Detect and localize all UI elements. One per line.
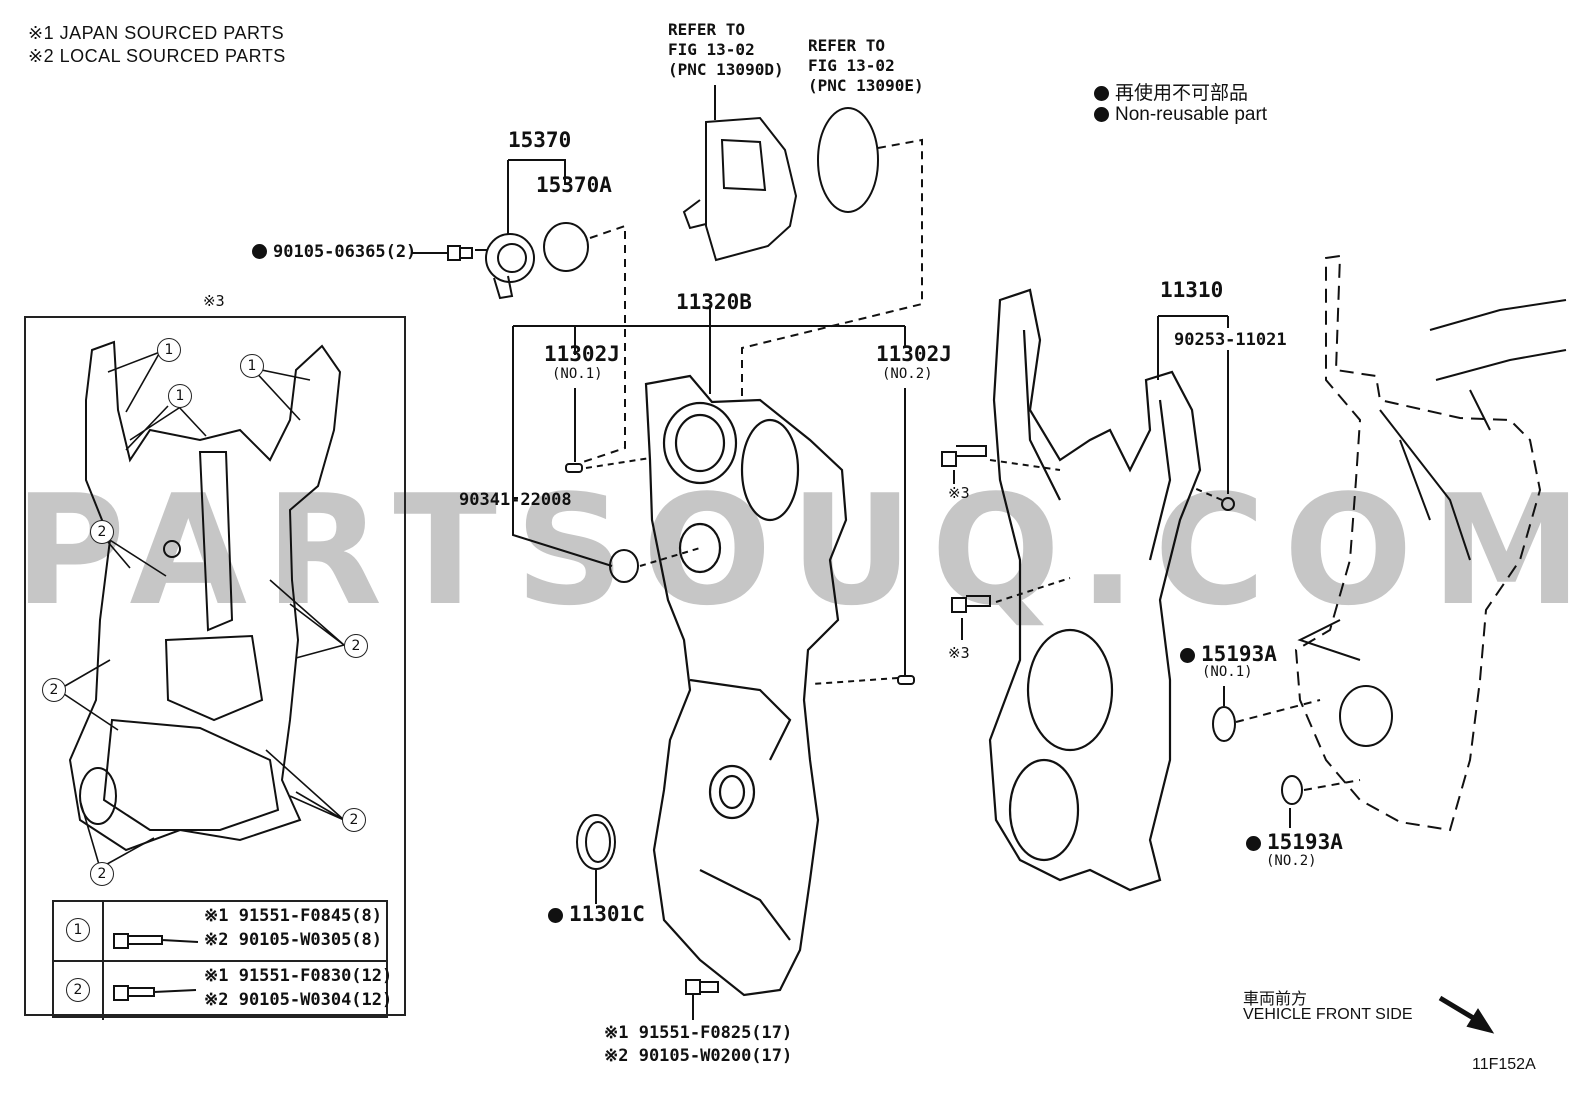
callout-2-a: 2: [90, 520, 114, 544]
part-11302j-no2[interactable]: 11302J: [876, 342, 952, 366]
callout-1-a: 1: [157, 338, 181, 362]
bolt-row-number: 2: [66, 978, 90, 1002]
bolt-row-2[interactable]: 2 ※1 91551-F0830(12) ※2 90105-W0304(12): [54, 960, 392, 1020]
part-90105-06365[interactable]: 90105-06365(2): [252, 242, 416, 262]
legend-en: Non-reusable part: [1094, 104, 1267, 126]
non-reusable-dot-icon: [548, 908, 563, 923]
part-90253-11021[interactable]: 90253-11021: [1174, 330, 1287, 350]
bolt-row-1[interactable]: 1 ※1 91551-F0845(8) ※2 90105-W0305(8): [54, 902, 386, 960]
bolt-row-num-cell: 1: [54, 902, 104, 960]
part-90341-22008[interactable]: 90341-22008: [459, 490, 572, 510]
part-15193a-no2[interactable]: 15193A: [1246, 830, 1343, 854]
part-11302j-no1-sub: (NO.1): [552, 366, 603, 382]
bolt-row-2-local: ※2 90105-W0304(12): [204, 990, 393, 1010]
note-local: ※2 LOCAL SOURCED PARTS: [28, 46, 286, 66]
timing-cover-drawing: [644, 374, 848, 997]
callout-1-c: 1: [240, 354, 264, 378]
callout-2-c: 2: [42, 678, 66, 702]
part-15193a-no1-sub: (NO.1): [1202, 664, 1253, 680]
direction-en: VEHICLE FRONT SIDE: [1243, 1006, 1413, 1023]
inset-title: ※3: [203, 292, 225, 310]
part-15370a[interactable]: 15370A: [536, 173, 612, 197]
callout-2-d: 2: [342, 808, 366, 832]
direction-jp: 車両前方: [1243, 991, 1308, 1008]
note-japan: ※1 JAPAN SOURCED PARTS: [28, 23, 285, 43]
mark-3-lower: ※3: [948, 644, 970, 662]
callout-1-b: 1: [168, 384, 192, 408]
bolt-bottom-local[interactable]: ※2 90105-W0200(17): [604, 1046, 793, 1066]
part-11302j-no1[interactable]: 11302J: [544, 342, 620, 366]
callout-2-b: 2: [344, 634, 368, 658]
engine-block-drawing: [1294, 254, 1567, 832]
figure-id: 11F152A: [1472, 1056, 1536, 1073]
part-11301c[interactable]: 11301C: [548, 902, 645, 926]
inset-leaders: [57, 351, 345, 869]
bolt-row-number: 1: [66, 918, 90, 942]
part-15370[interactable]: 15370: [508, 128, 572, 152]
non-reusable-dot-icon: [1180, 648, 1195, 663]
bolt-bottom-japan[interactable]: ※1 91551-F0825(17): [604, 1023, 793, 1043]
gasket-drawing: [988, 288, 1202, 892]
callout-2-e: 2: [90, 862, 114, 886]
legend-jp: 再使用不可部品: [1094, 78, 1248, 105]
part-11310[interactable]: 11310: [1160, 278, 1224, 302]
part-15193a-no2-sub: (NO.2): [1266, 853, 1317, 869]
bolt-row-2-japan: ※1 91551-F0830(12): [204, 966, 393, 986]
non-reusable-dot-icon: [1094, 107, 1109, 122]
oil-control-valve-drawing: [475, 233, 535, 300]
part-11320b[interactable]: 11320B: [676, 290, 752, 314]
inset-gasket-drawing: [68, 340, 342, 852]
bolt-table: 1 ※1 91551-F0845(8) ※2 90105-W0305(8) 2 …: [52, 900, 392, 1020]
bolt-row-1-local: ※2 90105-W0305(8): [204, 930, 383, 950]
bolt-row-num-cell: 2: [54, 962, 104, 1020]
non-reusable-dot-icon: [1094, 86, 1109, 101]
part-15193a-no1[interactable]: 15193A: [1180, 642, 1277, 666]
inset-panel: [24, 316, 406, 1016]
bolt-row-1-japan: ※1 91551-F0845(8): [204, 906, 383, 926]
part-11302j-no2-sub: (NO.2): [882, 366, 933, 382]
non-reusable-dot-icon: [252, 244, 267, 259]
non-reusable-dot-icon: [1246, 836, 1261, 851]
mark-3-upper: ※3: [948, 484, 970, 502]
